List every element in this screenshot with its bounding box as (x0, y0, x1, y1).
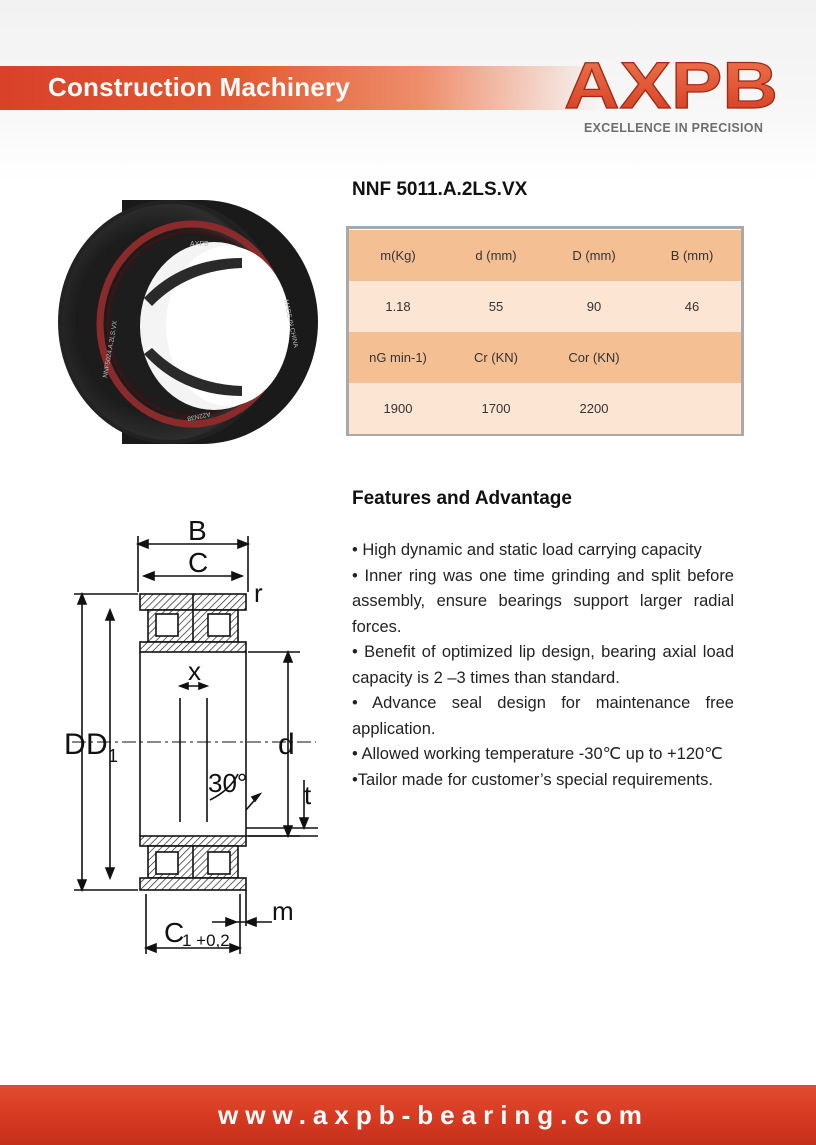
label-c1-subscript: 1 +0,2 (182, 931, 230, 950)
spec-cell: 55 (488, 299, 504, 314)
feature-item: • Inner ring was one time grinding and s… (352, 566, 734, 636)
spec-cell: nG min-1) (369, 350, 427, 365)
spec-cell: m(Kg) (380, 248, 416, 263)
bearing-cross-section-drawing: B C r x D D 1 d 30° t m C 1 +0,2 (64, 515, 318, 954)
spec-cell: 1900 (383, 401, 413, 416)
page-title: Construction Machinery (48, 72, 350, 102)
label-t: t (304, 780, 312, 810)
label-c1: C (164, 917, 184, 948)
spec-cell: 46 (684, 299, 700, 314)
spec-cell: 2200 (579, 401, 609, 416)
label-r: r (254, 578, 263, 608)
spec-cell: D (mm) (572, 248, 616, 263)
label-b: B (188, 515, 207, 546)
spec-cell: Cr (KN) (473, 350, 519, 365)
brand-tagline: EXCELLENCE IN PRECISION (584, 121, 764, 135)
label-c: C (188, 547, 208, 578)
photo-code-mark: A22N38 (186, 410, 211, 422)
label-d-inner: d (278, 728, 295, 761)
label-d-outer: D (64, 728, 86, 761)
feature-item: • High dynamic and static load carrying … (352, 541, 702, 559)
features-title: Features and Advantage (352, 488, 572, 509)
label-m: m (272, 896, 294, 926)
spec-cell: 1.18 (385, 299, 411, 314)
label-d1: D (86, 728, 108, 761)
features-list: • High dynamic and static load carrying … (352, 538, 734, 793)
feature-item: •Tailor made for customer’s special requ… (352, 770, 713, 789)
product-title: NNF 5011.A.2LS.VX (352, 179, 528, 200)
spec-cell: d (mm) (475, 248, 517, 263)
footer-bar (0, 1085, 816, 1145)
label-x: x (188, 656, 201, 686)
spec-cell: 1700 (481, 401, 511, 416)
feature-item: • Advance seal design for maintenance fr… (352, 694, 734, 738)
photo-brand-mark: AXPB (190, 241, 209, 248)
spec-header-row: m(Kg) d (mm) D (mm) B (mm) (349, 230, 741, 281)
spec-header-row: nG min-1) Cr (KN) Cor (KN) (349, 332, 741, 383)
spec-value-row: 1.18 55 90 46 (349, 281, 741, 332)
spec-cell: Cor (KN) (568, 350, 620, 365)
spec-cell: B (mm) (670, 248, 714, 263)
axpb-logo: AXPB (563, 52, 778, 114)
spec-table: m(Kg) d (mm) D (mm) B (mm) 1.18 55 90 46… (346, 226, 744, 436)
label-angle: 30° (208, 768, 247, 798)
feature-item: • Allowed working temperature -30℃ up to… (352, 745, 723, 763)
spec-cell: 90 (586, 299, 602, 314)
spec-value-row: 1900 1700 2200 (349, 383, 741, 434)
feature-item: • Benefit of optimized lip design, beari… (352, 643, 734, 687)
bearing-photo: AXPB NNF5024.A.2LS.VX MADE IN CHINA A22N… (58, 200, 318, 444)
footer-website-url[interactable]: www.axpb-bearing.com (218, 1100, 649, 1130)
logo-text: AXPB (564, 52, 778, 114)
label-d1-subscript: 1 (108, 746, 118, 766)
header-bar (0, 66, 600, 110)
